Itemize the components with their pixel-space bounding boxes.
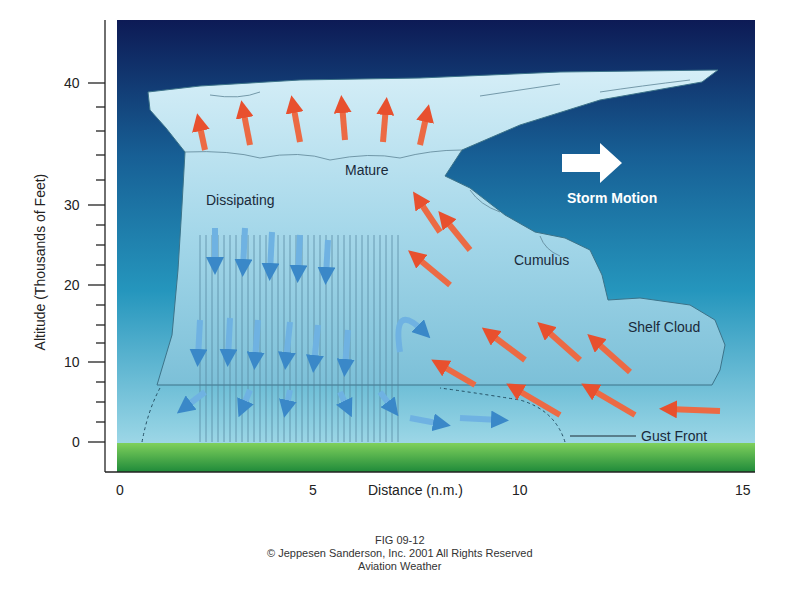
axis-tick-label: 10 [512, 482, 528, 498]
source-note: Aviation Weather [358, 560, 441, 573]
axis-tick-label: 5 [309, 482, 317, 498]
axis-tick-label: 0 [72, 434, 80, 450]
leader-line [570, 436, 636, 437]
figure-caption: FIG 09-12 [375, 534, 425, 547]
copyright-note: © Jeppesen Sanderson, Inc. 2001 All Righ… [267, 547, 533, 560]
motion-label: Storm Motion [567, 190, 657, 206]
axis-title: Distance (n.m.) [368, 482, 463, 498]
axes [88, 20, 755, 472]
cloud-detail-lines [185, 80, 690, 256]
ground-strip [117, 443, 755, 472]
callout-label: Gust Front [641, 428, 707, 444]
axis-title: Altitude (Thousands of Feet) [32, 174, 48, 351]
rain-shaft [195, 235, 403, 442]
downdraft-arrows [184, 228, 500, 424]
stage-label: Cumulus [514, 252, 569, 268]
updraft-arrows [199, 104, 720, 415]
axis-tick-label: 15 [735, 482, 751, 498]
axis-tick-label: 20 [64, 277, 80, 293]
stage-label: Dissipating [206, 192, 274, 208]
gust-front-line [142, 388, 565, 442]
axis-tick-label: 40 [64, 75, 80, 91]
sky-panel [117, 20, 755, 472]
axis-tick-label: 30 [64, 197, 80, 213]
axis-tick-label: 10 [64, 354, 80, 370]
axis-tick-label: 0 [116, 482, 124, 498]
cloud-label: Shelf Cloud [628, 319, 700, 335]
stage-label: Mature [345, 162, 389, 178]
storm-motion-arrow [562, 143, 622, 183]
